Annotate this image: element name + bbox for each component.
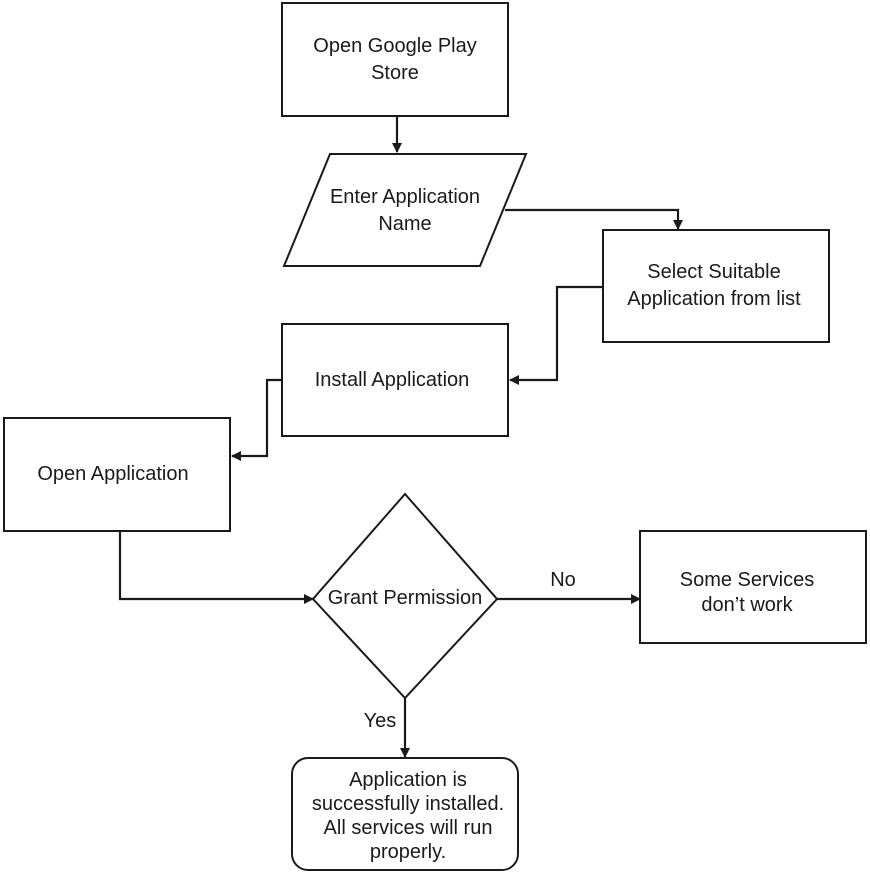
node-grant-permission <box>311 492 499 700</box>
node-some-services-line2: don’t work <box>701 594 793 616</box>
edge-label-no: No <box>550 569 576 591</box>
node-install-app-line1: Install Application <box>315 369 470 391</box>
node-select-app-line2: Application from list <box>627 288 801 310</box>
node-enter-name-line2: Name <box>378 213 431 235</box>
node-open-store <box>281 2 509 117</box>
node-open-store-line2: Store <box>371 62 419 84</box>
node-open-app <box>3 417 231 532</box>
node-select-app <box>602 229 830 343</box>
node-some-services-line1: Some Services <box>680 569 815 591</box>
node-success-line3: All services will run <box>324 817 493 839</box>
node-select-app-line1: Select Suitable <box>647 261 780 283</box>
edge-open-to-grant <box>118 531 314 604</box>
node-success <box>291 757 519 871</box>
edge-label-yes: Yes <box>364 710 397 732</box>
node-success-line1: Application is <box>349 769 467 791</box>
node-grant-permission-line1: Grant Permission <box>328 587 483 609</box>
edge-enter-to-select <box>505 208 683 230</box>
node-success-line4: properly. <box>370 841 446 863</box>
edge-select-to-install <box>509 285 603 385</box>
node-enter-name <box>282 153 528 267</box>
node-install-app <box>281 323 509 437</box>
node-open-app-line1: Open Application <box>37 463 188 485</box>
node-some-services <box>639 530 867 644</box>
node-enter-name-line1: Enter Application <box>330 186 480 208</box>
node-open-store-line1: Open Google Play <box>313 35 476 57</box>
edge-install-to-open <box>231 378 282 461</box>
node-success-line2: successfully installed. <box>312 793 504 815</box>
